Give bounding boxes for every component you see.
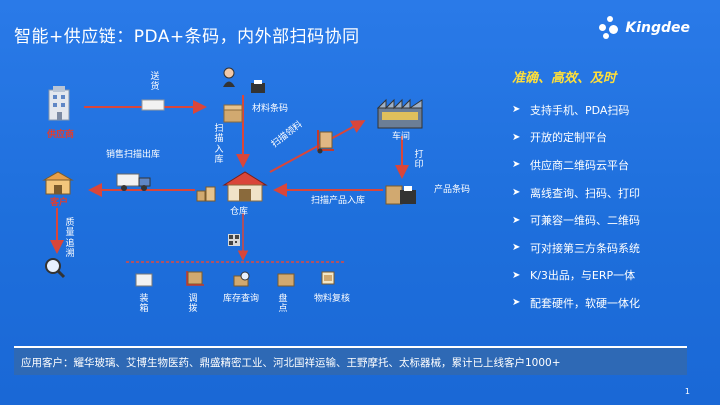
customers-footer: 应用客户：耀华玻璃、艾博生物医药、鼎盛精密工业、河北国祥运输、王野摩托、太标器械… — [14, 346, 687, 375]
feature-item: ➤配套硬件，软硬一体化 — [512, 296, 640, 310]
feature-item: ➤可兼容一维码、二维码 — [512, 214, 640, 228]
sales-scan-out-label: 销售扫描出库 — [106, 150, 161, 160]
hand-truck-icon — [317, 130, 334, 154]
warehouse-label: 仓库 — [230, 207, 249, 217]
chevron-right-icon: ➤ — [512, 214, 521, 226]
customer-label: 客户 — [50, 198, 69, 208]
delivery-box-icon — [141, 99, 165, 111]
chevron-right-icon: ➤ — [512, 131, 521, 143]
supplier-label: 供应商 — [47, 130, 75, 140]
workshop-factory-icon — [377, 98, 423, 129]
chevron-right-icon: ➤ — [512, 269, 521, 281]
material-barcode-label: 材料条码 — [252, 104, 289, 114]
product-box-icon — [385, 185, 416, 205]
magnifier-icon — [45, 258, 66, 279]
feature-item: ➤供应商二维码云平台 — [512, 158, 629, 172]
inventory-query-icon — [233, 271, 250, 287]
page-number: 1 — [684, 387, 690, 396]
op-label-stocktake: 盘点 — [278, 294, 288, 315]
material-box-icon — [223, 104, 243, 123]
barcode-printer-icon — [251, 80, 265, 93]
op-label-transfer: 调拨 — [188, 294, 198, 315]
scan-product-in-label: 扫描产品入库 — [311, 196, 366, 206]
warehouse-icon — [222, 171, 268, 202]
chevron-right-icon: ➤ — [512, 159, 521, 171]
supplier-building-icon — [48, 86, 70, 121]
print-label: 打印 — [414, 150, 424, 171]
arrow-warehouse-to-workshop — [269, 120, 366, 173]
op-label-inventory-query: 库存查询 — [223, 294, 260, 304]
stocktake-box-icon — [277, 273, 295, 287]
transfer-cart-icon — [186, 271, 204, 286]
staff-person-icon — [223, 67, 235, 87]
delivery-truck-icon — [116, 173, 151, 191]
scan-in-label: 扫描入库 — [214, 124, 224, 166]
op-label-material-review: 物料复核 — [314, 294, 351, 304]
logo-text: Kingdee — [625, 20, 690, 36]
material-review-icon — [321, 271, 335, 285]
customers-text: 应用客户：耀华玻璃、艾博生物医药、鼎盛精密工业、河北国祥运输、王野摩托、太标器械… — [21, 357, 561, 369]
qr-code-icon — [228, 234, 240, 246]
feature-item: ➤K/3出品，与ERP一体 — [512, 269, 636, 283]
feature-item: ➤可对接第三方条码系统 — [512, 241, 640, 255]
pallet-boxes-icon — [196, 186, 216, 202]
features-heading: 准确、高效、及时 — [512, 71, 617, 86]
chevron-right-icon: ➤ — [512, 187, 521, 199]
features-list: ➤支持手机、PDA扫码 ➤开放的定制平台 ➤供应商二维码云平台 ➤离线查询、扫码… — [512, 96, 640, 317]
workshop-label: 车间 — [392, 132, 411, 142]
feature-item: ➤开放的定制平台 — [512, 131, 607, 145]
packing-icon — [135, 273, 153, 287]
page-title: 智能+供应链：PDA+条码，内外部扫码协同 — [14, 27, 360, 47]
chevron-right-icon: ➤ — [512, 104, 521, 116]
customer-store-icon — [42, 171, 74, 195]
kingdee-logo-icon — [597, 16, 621, 40]
feature-item: ➤离线查询、扫码、打印 — [512, 186, 640, 200]
feature-item: ➤支持手机、PDA扫码 — [512, 103, 630, 117]
product-barcode-label: 产品条码 — [434, 185, 471, 195]
deliver-label: 送货 — [150, 72, 160, 93]
chevron-right-icon: ➤ — [512, 242, 521, 254]
quality-trace-label: 质量追溯 — [65, 218, 75, 260]
chevron-right-icon: ➤ — [512, 297, 521, 309]
kingdee-logo: Kingdee — [597, 13, 690, 43]
op-label-packing: 装箱 — [139, 294, 149, 315]
